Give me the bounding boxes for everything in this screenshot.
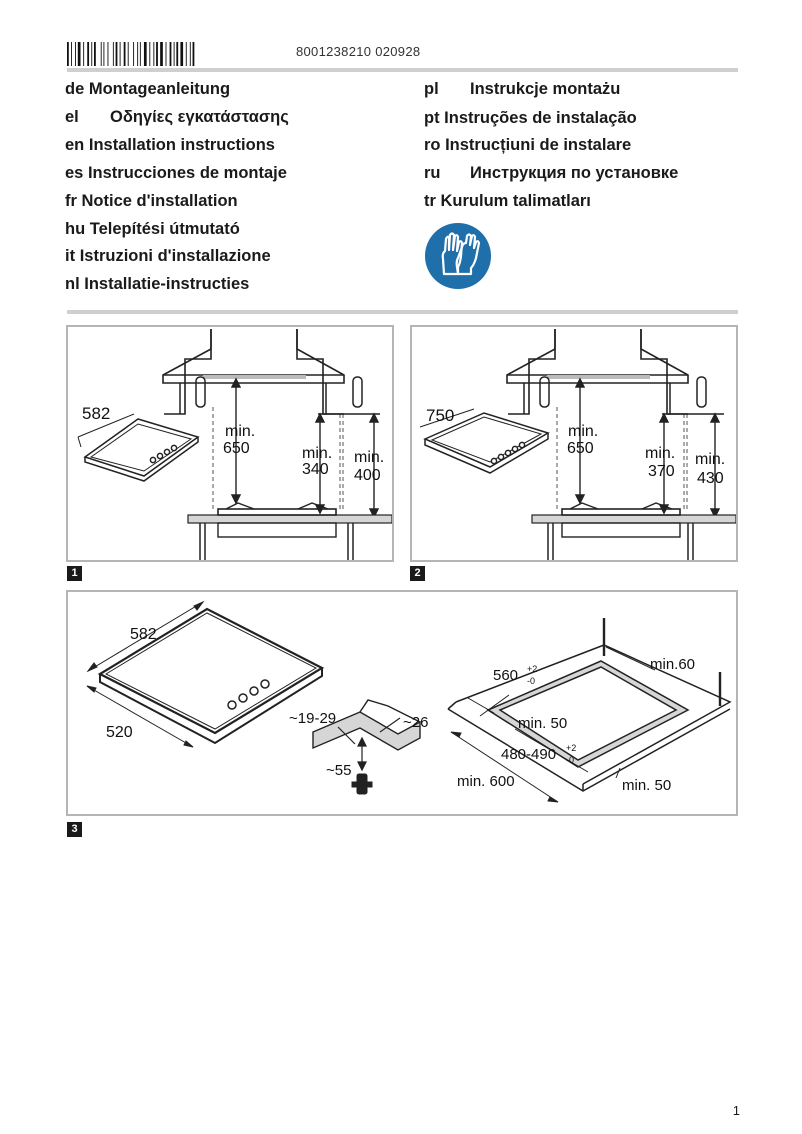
figure-1-wall-min: min. [354, 449, 384, 466]
figure-1-frame: 582 min. 650 min. 340 min. 400 [66, 325, 394, 562]
figure-1-wall-value: 400 [354, 467, 381, 484]
figure-3-cutout-d-value: 480-490 [501, 746, 556, 763]
worktop-cutout [447, 618, 732, 792]
figure-3-cutout-w-sub: -0 [527, 676, 535, 686]
protective-gloves-icon [425, 223, 491, 289]
figure-3-edge-b: ~26 [403, 714, 428, 731]
figure-2-frame: 750 min. 650 min. 370 min. 430 [410, 325, 738, 562]
hob-top-view [97, 607, 325, 745]
extractor-hood-2 [506, 329, 689, 415]
figure-3-edge-a: ~19-29 [289, 710, 336, 727]
lang-title-tr: tr Kurulum talimatları [424, 192, 591, 210]
figure-2-wall-value: 430 [697, 470, 724, 487]
figure-2-side-value: 370 [648, 463, 675, 480]
figure-2-wall-min: min. [695, 451, 725, 468]
figure-3-cutout-d-sub: -0 [566, 755, 574, 765]
figure-3-cutout-w-value: 560 [493, 667, 518, 684]
lang-title-hu: hu Telepítési útmutató [65, 220, 240, 238]
barcode-number: 8001238210 020928 [296, 44, 421, 59]
figure-2-number: 2 [410, 566, 425, 581]
worktop-edge-profile [312, 699, 421, 751]
barcode [67, 42, 243, 66]
figure-2-hood-value: 650 [567, 440, 594, 457]
figure-3-front-min: min. 50 [622, 777, 671, 794]
figure-2-hood-min: min. [568, 423, 598, 440]
fixing-clip [351, 773, 373, 795]
hob-perspective-2 [423, 412, 550, 474]
lang-title-es: es Instrucciones de montaje [65, 164, 287, 182]
lang-title-en: en Installation instructions [65, 136, 275, 154]
figure-3-inner-min: min. 50 [518, 715, 567, 732]
figure-3-depth-label: 520 [106, 724, 133, 741]
figure-3-cutout-w-sup: +2 [527, 664, 537, 674]
figure-3-width-label: 582 [130, 626, 157, 643]
figure-1-side-min: min. [302, 445, 332, 462]
lang-title-nl: nl Installatie-instructies [65, 275, 250, 293]
lang-title-pt: pt Instruções de instalação [424, 109, 637, 127]
figure-3-cutout-d-sup: +2 [566, 743, 576, 753]
figure-3-worktop-min: min. 600 [457, 773, 515, 790]
figure-2-width-label: 750 [426, 406, 454, 425]
figure-1-width-label: 582 [82, 404, 110, 423]
lang-title-fr: fr Notice d'installation [65, 192, 238, 210]
top-rule [67, 68, 738, 72]
lang-title-de: de Montageanleitung [65, 80, 231, 98]
figure-1-number: 1 [67, 566, 82, 581]
figure-1-side-value: 340 [302, 461, 329, 478]
figure-2-side-min: min. [645, 445, 675, 462]
figure-3-frame: 582 520 ~19-29 ~26 ~55 [66, 590, 738, 816]
lang-title-ro: ro Instrucțiuni de instalare [424, 136, 632, 154]
lang-title-it: it Istruzioni d'installazione [65, 247, 271, 265]
page-number: 1 [732, 1103, 740, 1118]
extractor-hood [162, 329, 345, 415]
hob-perspective-1 [83, 418, 200, 482]
middle-rule [67, 310, 738, 314]
figure-3-clip-label: ~55 [326, 762, 351, 779]
figure-1-hood-min: min. [225, 423, 255, 440]
figure-3-number: 3 [67, 822, 82, 837]
figure-1-hood-value: 650 [223, 440, 250, 457]
figure-3-rear-min: min.60 [650, 656, 695, 673]
